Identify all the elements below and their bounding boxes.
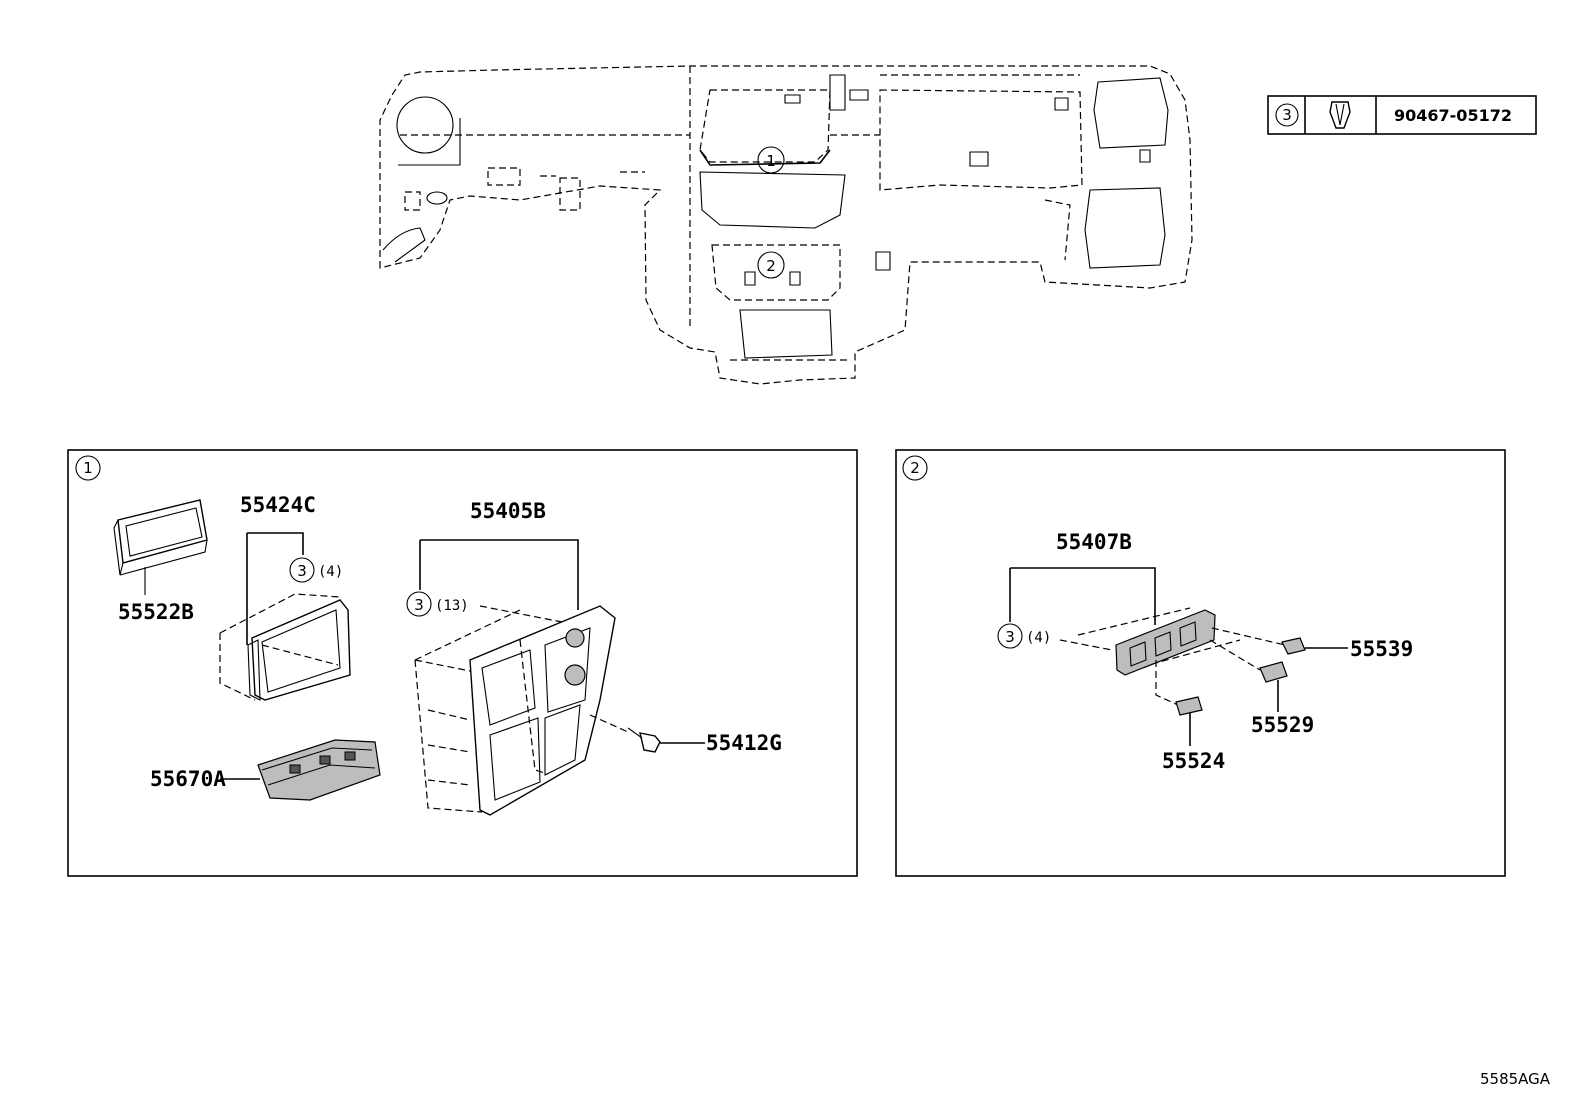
- part-55424c-bezel: [219, 593, 351, 701]
- svg-text:(4): (4): [318, 564, 343, 580]
- ref-3-qty-4-b: 3 (4): [997, 623, 1113, 651]
- part-label-55524: 55524: [1162, 749, 1225, 773]
- legend-ref: 3: [1282, 106, 1292, 124]
- ref-3-qty-4-a: 3 (4): [289, 557, 343, 583]
- ref-3-qty-13: 3 (13): [406, 591, 563, 623]
- part-55539-switch: [1281, 637, 1348, 655]
- part-55405b-center-cluster: [414, 605, 629, 816]
- part-55529-switch: [1259, 661, 1288, 712]
- part-label-55412g: 55412G: [706, 731, 782, 755]
- overview-callout-1: 1: [757, 146, 785, 174]
- panel-1-id: 1: [83, 459, 93, 477]
- svg-text:3: 3: [1005, 628, 1015, 646]
- part-55412g-clip: [627, 727, 705, 753]
- part-55407b-switch-base: [1077, 607, 1286, 706]
- legend-part-number: 90467-05172: [1394, 106, 1512, 125]
- svg-text:2: 2: [766, 257, 776, 275]
- dashboard-overview: 1 2: [379, 65, 1193, 385]
- part-label-55522b: 55522B: [118, 600, 194, 624]
- part-label-55670a: 55670A: [150, 767, 226, 791]
- part-label-55405b: 55405B: [470, 499, 546, 523]
- svg-text:3: 3: [414, 596, 424, 614]
- part-55522b-display: [113, 499, 208, 595]
- overview-callout-2: 2: [757, 251, 785, 279]
- svg-text:(13): (13): [435, 598, 469, 614]
- panel-2-id: 2: [910, 459, 920, 477]
- part-label-55407b: 55407B: [1056, 530, 1132, 554]
- svg-text:1: 1: [766, 152, 776, 170]
- detail-panel-1: 1 55522B 55424C 3 (4): [67, 449, 858, 877]
- part-55524-switch: [1175, 696, 1203, 746]
- part-55670a-climate-control: [220, 739, 381, 801]
- part-label-55424c: 55424C: [240, 493, 316, 517]
- part-label-55539: 55539: [1350, 637, 1413, 661]
- legend-box: 3 90467-05172: [1267, 95, 1537, 135]
- part-label-55529: 55529: [1251, 713, 1314, 737]
- detail-panel-2: 2 55407B 3 (4) 55539 55529: [895, 449, 1506, 877]
- clip-icon: [1329, 101, 1351, 129]
- svg-text:3: 3: [297, 562, 307, 580]
- svg-text:(4): (4): [1026, 630, 1051, 646]
- diagram-code: 5585AGA: [1480, 1070, 1551, 1088]
